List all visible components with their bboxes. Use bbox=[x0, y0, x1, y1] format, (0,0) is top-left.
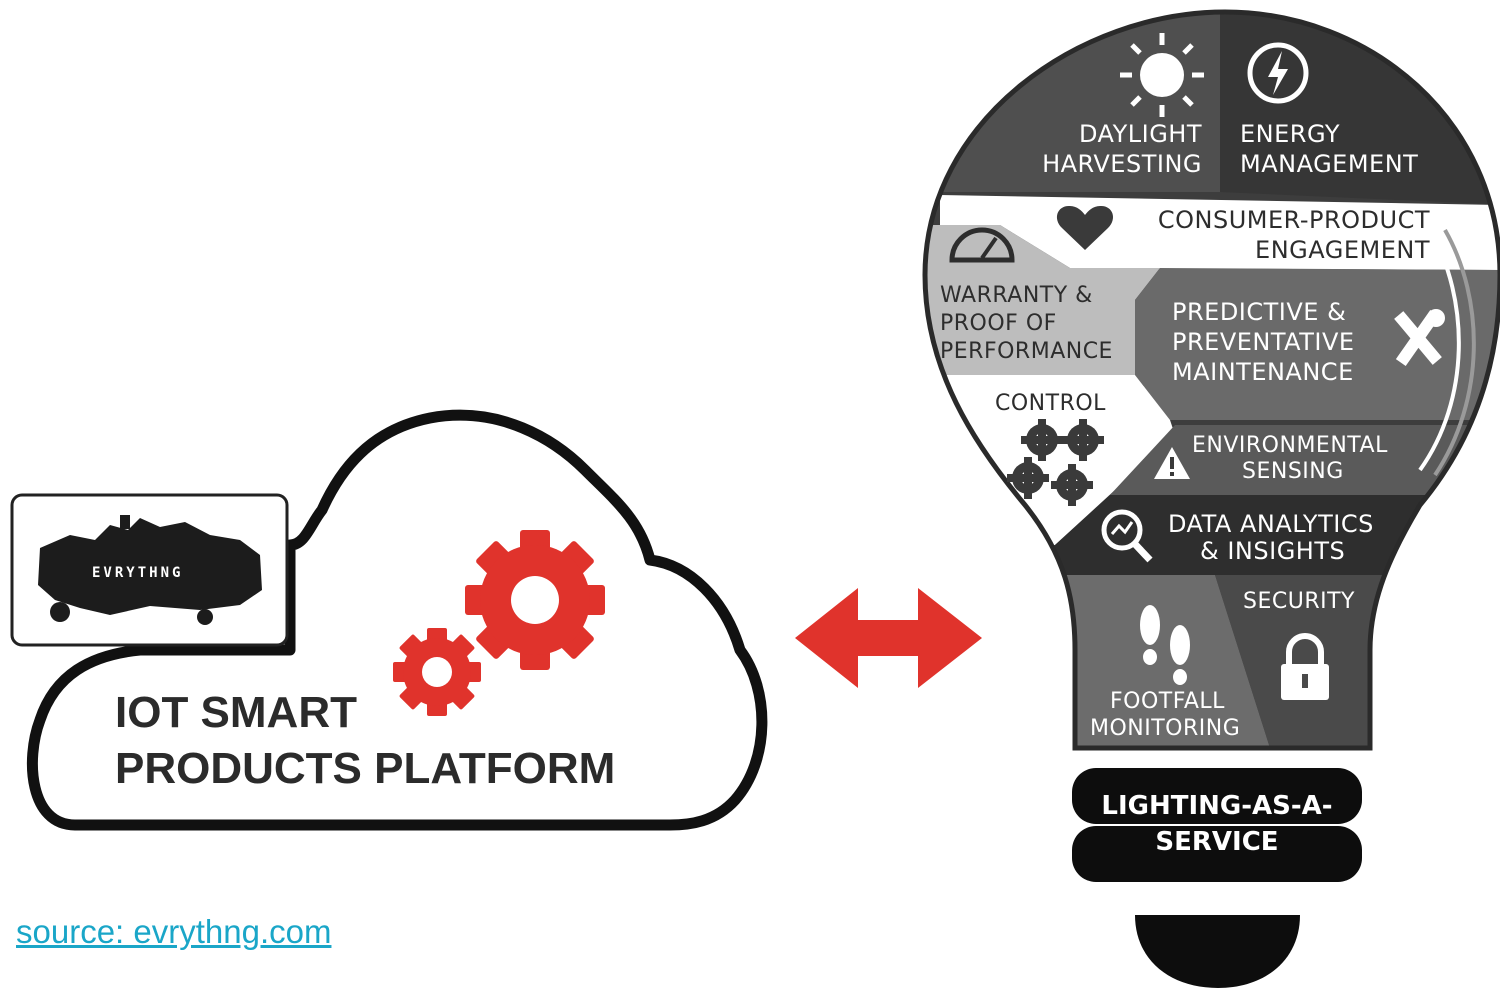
cloud-title-line2: PRODUCTS PLATFORM bbox=[115, 744, 615, 793]
gauge-icon bbox=[949, 227, 1015, 263]
label-warranty-3: PERFORMANCE bbox=[940, 339, 1113, 364]
label-daylight-2: HARVESTING bbox=[1042, 150, 1202, 178]
segment-predictive bbox=[1135, 268, 1500, 420]
label-environmental-2: SENSING bbox=[1242, 459, 1344, 484]
large-gear-icon bbox=[465, 530, 605, 670]
heart-icon bbox=[1056, 205, 1114, 250]
logo-graphic bbox=[38, 518, 262, 615]
label-analytics-1: DATA ANALYTICS bbox=[1168, 510, 1374, 538]
evrythng-logo-box: EVRYTHNG bbox=[10, 493, 289, 647]
label-consumer-2: ENGAGEMENT bbox=[1255, 236, 1430, 264]
label-consumer-1: CONSUMER-PRODUCT bbox=[1158, 206, 1430, 234]
label-security: SECURITY bbox=[1243, 589, 1355, 614]
base-label-1: LIGHTING-AS-A- bbox=[1101, 791, 1332, 821]
label-warranty-2: PROOF OF bbox=[940, 311, 1057, 336]
cloud-shape bbox=[26, 409, 768, 831]
label-predictive-2: PREVENTATIVE bbox=[1172, 328, 1355, 356]
source-link[interactable]: source: evrythng.com bbox=[16, 913, 332, 950]
cloud-group: EVRYTHNG IOT SMART PRODU bbox=[10, 409, 768, 831]
label-energy-1: ENERGY bbox=[1240, 120, 1340, 148]
warning-icon bbox=[1154, 447, 1190, 479]
label-control: CONTROL bbox=[995, 391, 1106, 416]
power-bolt-icon bbox=[1247, 42, 1309, 104]
logo-text: EVRYTHNG bbox=[92, 565, 183, 581]
double-arrow-icon bbox=[795, 588, 982, 688]
label-footfall-2: MONITORING bbox=[1090, 716, 1240, 741]
segment-environmental bbox=[1110, 425, 1500, 495]
cloud-title-line1: IOT SMART bbox=[115, 688, 357, 737]
label-daylight-1: DAYLIGHT bbox=[1079, 120, 1202, 148]
label-energy-2: MANAGEMENT bbox=[1240, 150, 1418, 178]
sun-icon bbox=[1120, 33, 1204, 117]
label-analytics-2: & INSIGHTS bbox=[1200, 537, 1345, 565]
label-environmental-1: ENVIRONMENTAL bbox=[1192, 433, 1388, 458]
base-label-2: SERVICE bbox=[1155, 827, 1278, 857]
padlock-icon bbox=[1281, 633, 1329, 700]
bulb-base: LIGHTING-AS-A- SERVICE bbox=[1072, 768, 1362, 988]
footprints-icon bbox=[1140, 605, 1190, 685]
label-predictive-3: MAINTENANCE bbox=[1172, 358, 1354, 386]
label-warranty-1: WARRANTY & bbox=[940, 283, 1093, 308]
magnifier-chart-icon bbox=[1101, 509, 1153, 563]
small-gear-icon bbox=[393, 628, 481, 716]
gears-control-icon bbox=[1007, 419, 1104, 506]
label-footfall-1: FOOTFALL bbox=[1110, 689, 1225, 714]
lightbulb-group: DAYLIGHT HARVESTING ENERGY MANAGEMENT CO… bbox=[922, 9, 1500, 988]
segment-analytics bbox=[1050, 495, 1500, 575]
tools-icon bbox=[1394, 309, 1445, 367]
label-predictive-1: PREDICTIVE & bbox=[1172, 298, 1346, 326]
